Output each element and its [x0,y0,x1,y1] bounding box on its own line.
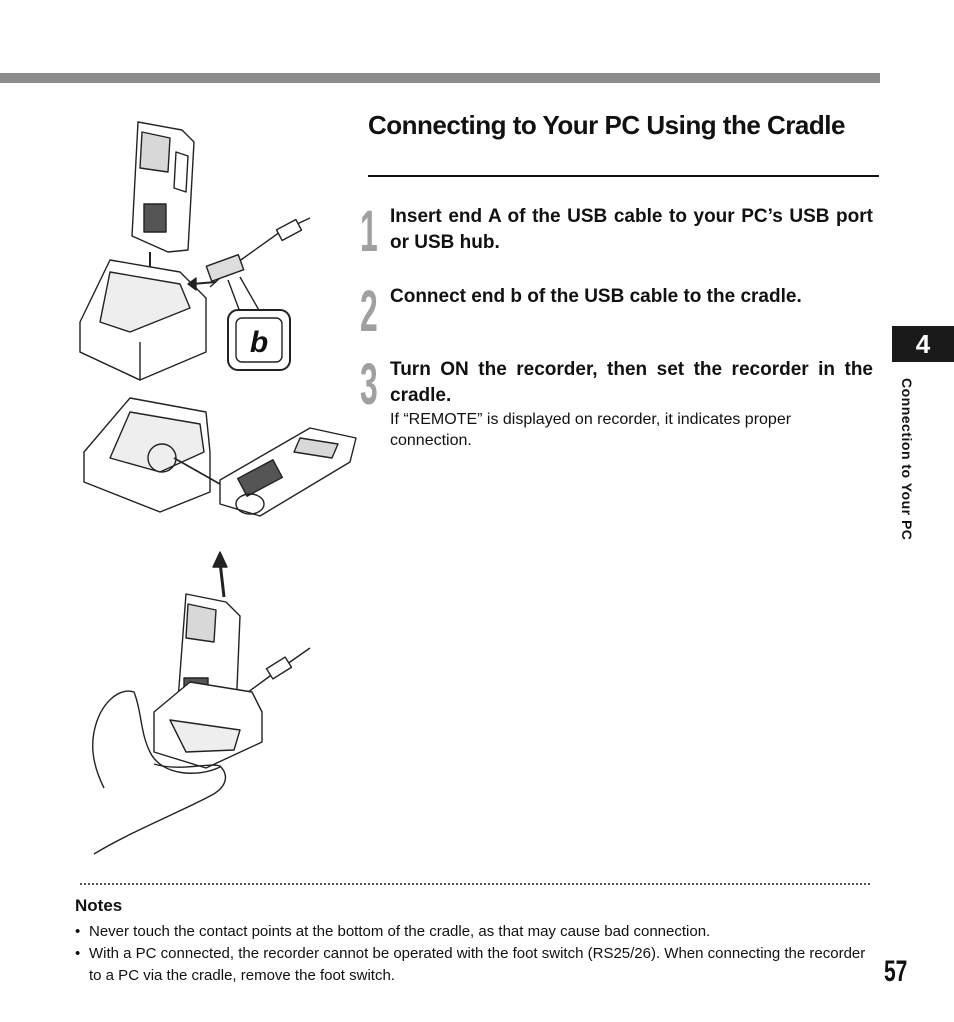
notes-divider [80,883,870,885]
cradle-icon [83,397,211,513]
step-number: 1 [360,199,378,264]
notes-heading: Notes [75,896,123,915]
step-number: 2 [360,279,378,344]
recorder-icon [219,427,357,517]
page-title: Connecting to Your PC Using the Cradle [368,110,845,140]
list-item: • With a PC connected, the recorder cann… [75,943,880,987]
page-number: 57 [884,955,908,988]
step-text: Insert end A of the USB cable to your PC… [390,206,873,253]
step-1: 1 Insert end A of the USB cable to your … [360,199,879,264]
connector-label: b [250,326,268,359]
note-text: Never touch the contact points at the bo… [89,923,711,940]
cradle-icon [79,259,207,381]
step-text: Turn ON the recorder, then set the recor… [390,359,873,406]
chapter-label: Connection to Your PC [899,378,915,541]
list-item: • Never touch the contact points at the … [75,921,880,943]
step-text: Connect end b of the USB cable to the cr… [390,286,802,307]
cradle-icon [153,681,263,769]
chapter-tab: 4 [892,326,954,362]
hand-icon [92,690,227,855]
step-note: If “REMOTE” is displayed on recorder, it… [390,411,792,449]
title-underline [368,175,879,177]
step-3: 3 Turn ON the recorder, then set the rec… [360,352,879,457]
cradle-connection-illustration: b [79,121,357,855]
recorder-icon [131,121,195,253]
notes-list: • Never touch the contact points at the … [75,921,880,987]
header-rule [0,73,880,83]
step-number: 3 [360,352,378,417]
note-text: With a PC connected, the recorder cannot… [89,945,866,984]
step-2: 2 Connect end b of the USB cable to the … [360,279,879,344]
bullet-icon: • [75,923,81,940]
bullet-icon: • [75,945,81,962]
